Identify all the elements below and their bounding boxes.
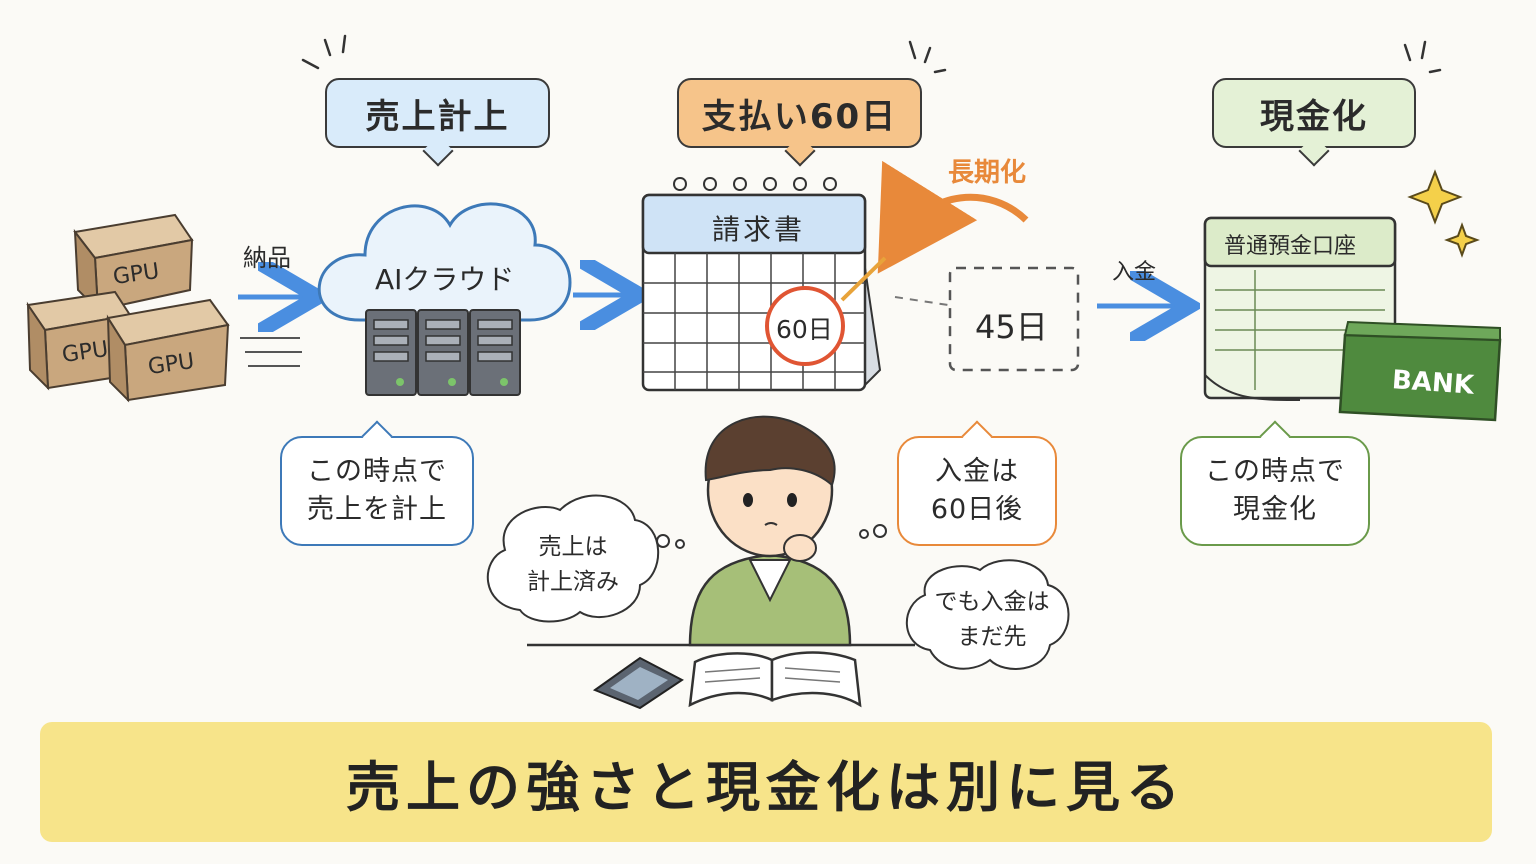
thought-right: でも入金は まだ先	[912, 575, 1072, 665]
calendar-circled-day: 60日	[776, 315, 833, 344]
label-payment-terms-text: 支払い60日	[701, 96, 898, 137]
delivery-label: 納品	[243, 244, 291, 272]
thought-left: 売上は 計上済み	[498, 515, 648, 615]
note-recognize: この時点で 売上を計上	[280, 436, 474, 546]
conclusion-banner: 売上の強さと現金化は別に見る	[40, 722, 1492, 842]
previous-terms-box	[948, 266, 1080, 372]
calendar-title: 請求書	[712, 213, 806, 246]
label-payment-terms: 支払い60日	[677, 78, 922, 148]
label-cash-conversion: 現金化	[1212, 78, 1416, 148]
gpu-boxes-illustration	[26, 213, 230, 403]
note-payment-line2: 60日後	[930, 494, 1024, 525]
bank-card-illustration	[1338, 320, 1502, 422]
thought-right-line2: まだ先	[957, 624, 1027, 650]
note-cash: この時点で 現金化	[1180, 436, 1370, 546]
student-illustration	[688, 415, 852, 647]
ai-cloud-illustration	[317, 202, 572, 396]
motion-lines	[240, 337, 302, 367]
conclusion-banner-text: 売上の強さと現金化は別に見る	[346, 755, 1186, 819]
gpu-box-left	[26, 290, 132, 391]
calculator-illustration	[592, 656, 684, 710]
bank-card-label: BANK	[1391, 365, 1475, 401]
server-racks	[365, 309, 521, 396]
gpu-box-top	[73, 213, 194, 313]
note-payment-line1: 入金は	[935, 456, 1019, 487]
passbook-title: 普通預金口座	[1224, 234, 1357, 259]
previous-terms-label: 45日	[975, 308, 1048, 346]
circle-link-line	[840, 256, 887, 302]
thought-right-line1: でも入金は	[934, 589, 1050, 615]
extension-label: 長期化	[948, 158, 1027, 188]
thought-left-line2: 計上済み	[527, 569, 619, 595]
extension-arrow	[877, 160, 1029, 274]
day-circle	[765, 286, 845, 366]
thought-left-line1: 売上は	[538, 534, 608, 560]
gpu-box-right	[106, 298, 230, 403]
note-payment: 入金は 60日後	[897, 436, 1057, 546]
label-revenue-recognition-text: 売上計上	[365, 96, 510, 137]
thought-cloud-right	[905, 559, 1070, 670]
deposit-arrow-label: 入金	[1112, 260, 1157, 285]
invoice-calendar-illustration	[641, 176, 882, 392]
note-cash-line2: 現金化	[1233, 494, 1317, 525]
cloud-title: AIクラウド	[375, 263, 515, 296]
note-cash-line1: この時点で	[1205, 456, 1345, 487]
note-recognize-line2: 売上を計上	[307, 494, 447, 525]
spark-lines	[301, 34, 1442, 74]
sparkle-icons	[1407, 169, 1480, 258]
thought-cloud-left	[486, 494, 660, 623]
label-cash-conversion-text: 現金化	[1260, 96, 1368, 137]
label-revenue-recognition: 売上計上	[325, 78, 550, 148]
open-book-illustration	[688, 651, 862, 708]
note-recognize-line1: この時点で	[307, 456, 447, 487]
